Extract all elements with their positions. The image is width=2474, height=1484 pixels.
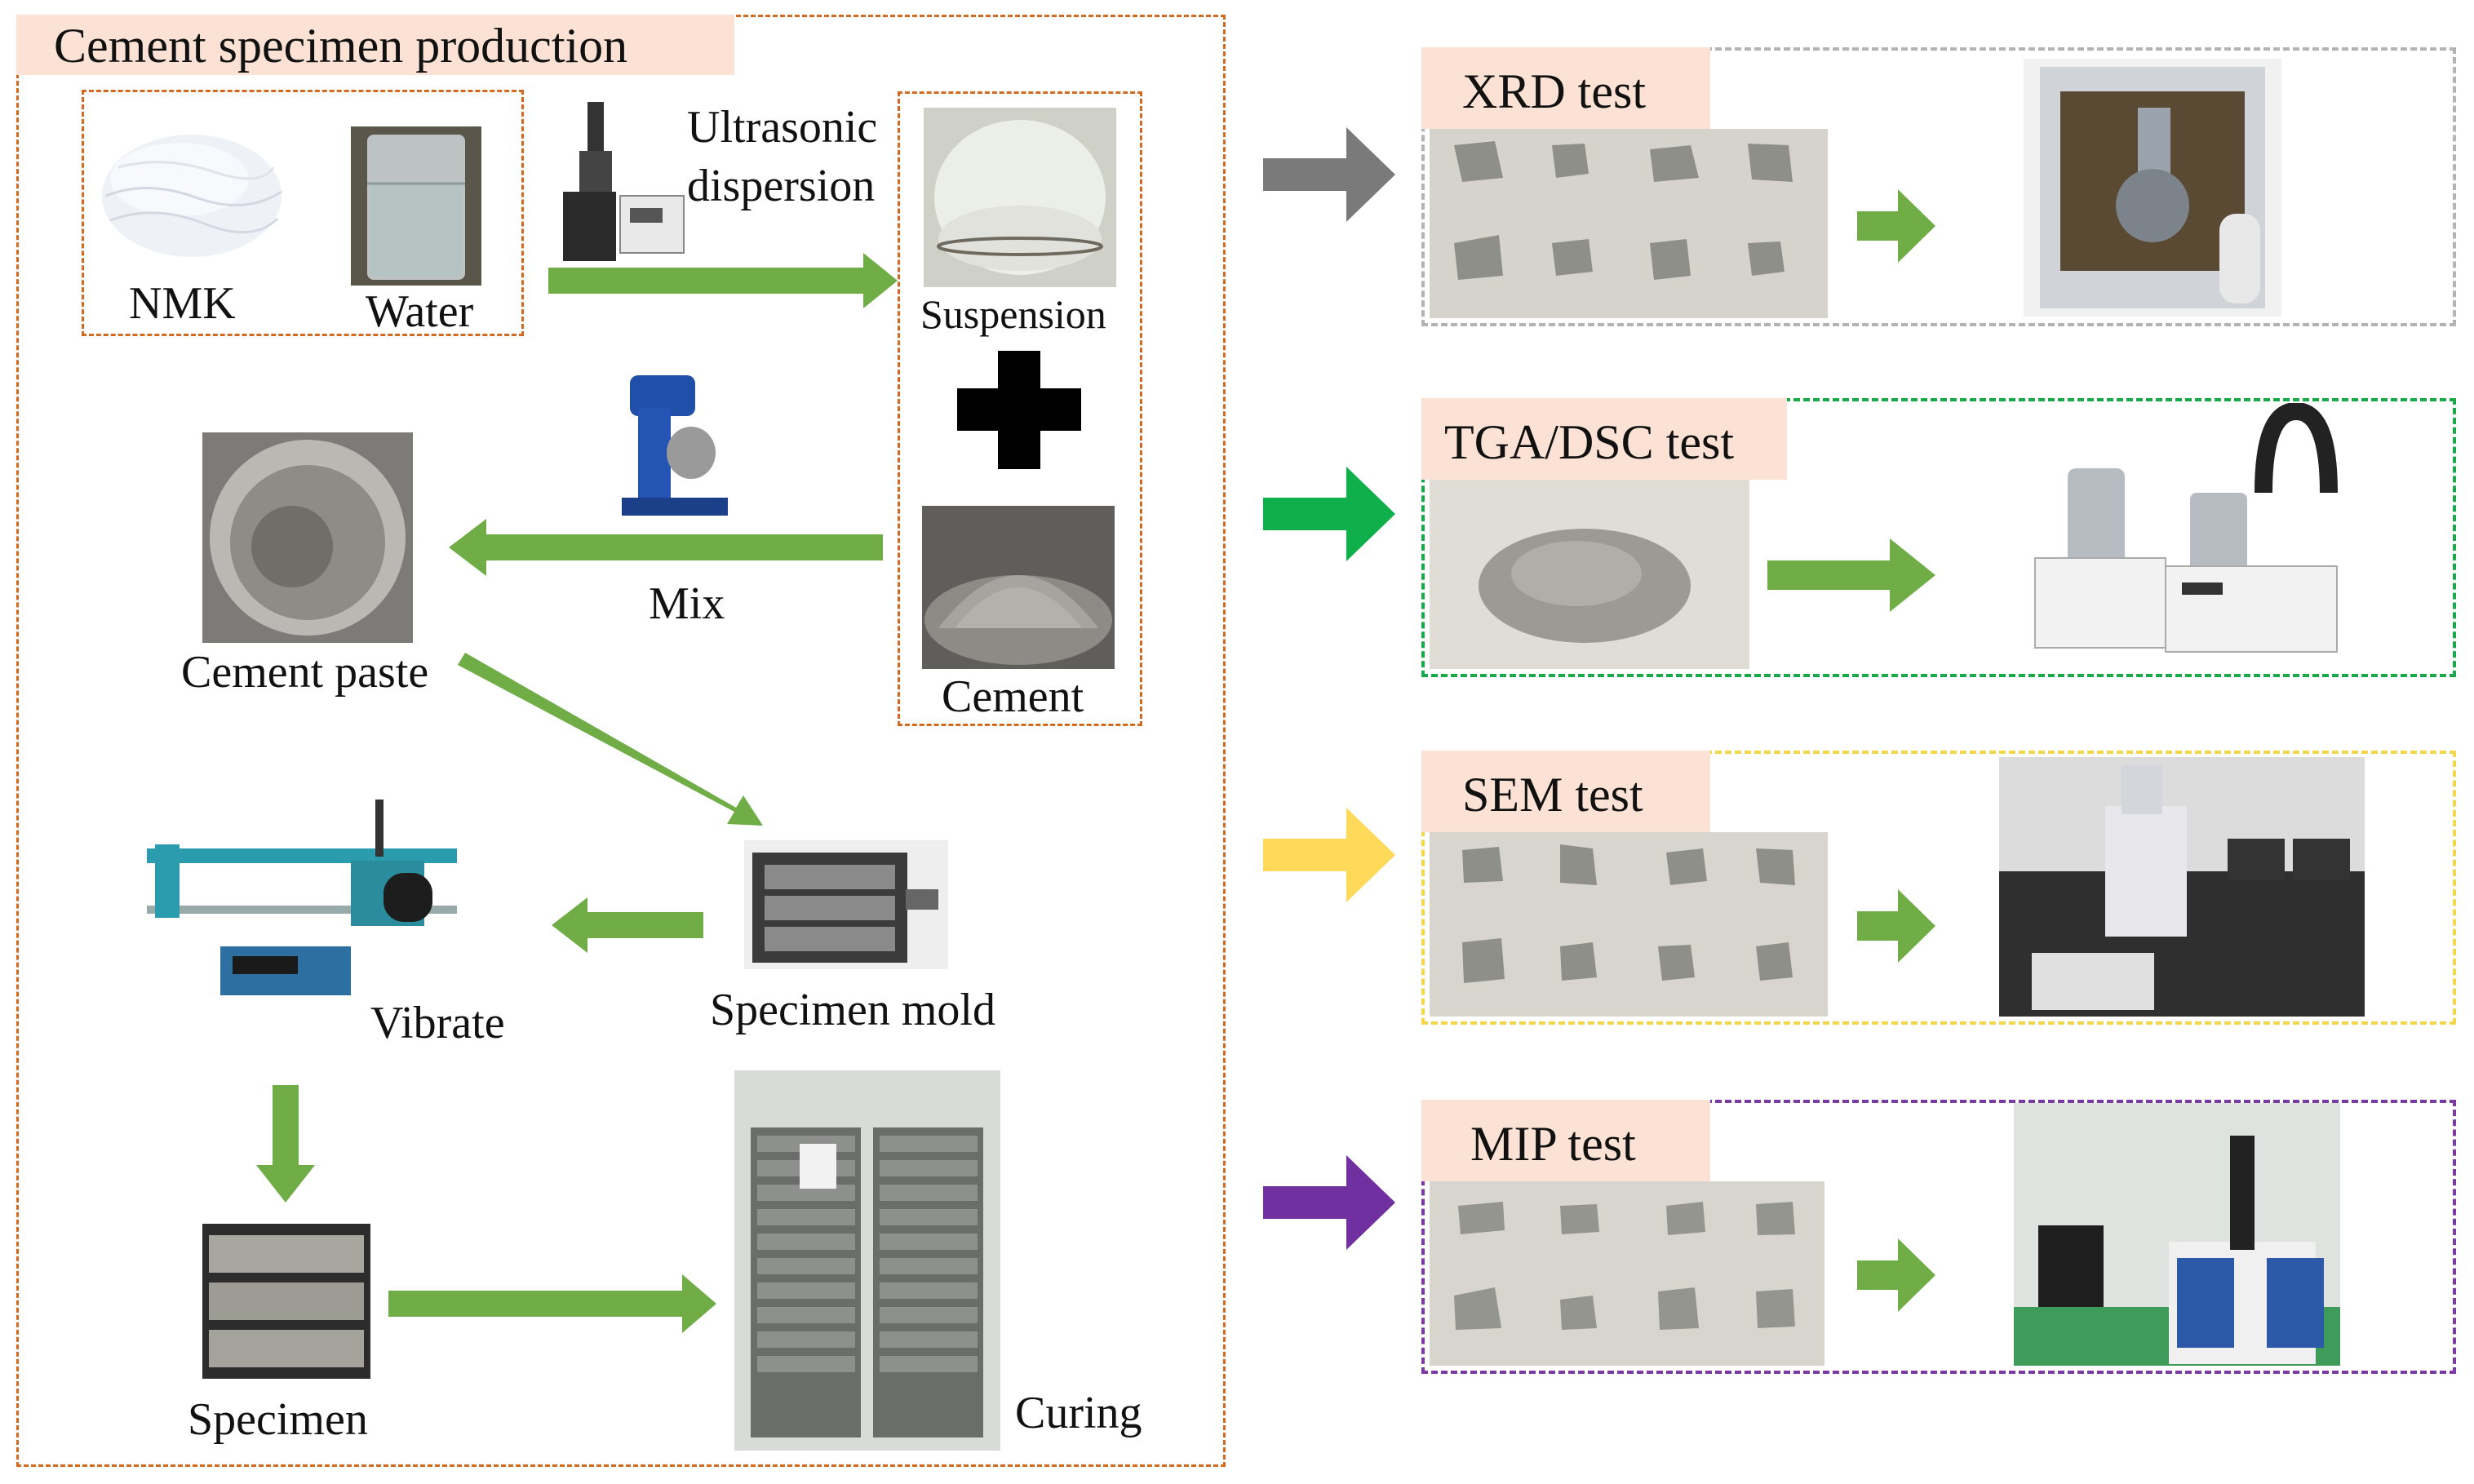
curing-label: Curing <box>1015 1388 1142 1438</box>
arrow-to-paste <box>449 519 883 576</box>
tga-powder-image <box>1430 480 1749 669</box>
nmk-label: NMK <box>129 278 236 329</box>
suspension-cement-box <box>898 91 1142 726</box>
tga-title: TGA/DSC test <box>1421 398 1787 480</box>
cement-label: Cement <box>942 671 1084 722</box>
mip-samples-image <box>1430 1181 1824 1366</box>
mip-instrument-image <box>2014 1103 2340 1366</box>
sem-panel <box>1421 751 2456 1025</box>
sem-samples-image <box>1430 832 1828 1017</box>
curing-cabinet-image <box>734 1070 1000 1451</box>
ultrasonic-label-line2: dispersion <box>687 161 876 211</box>
arrow-to-mold <box>458 653 763 826</box>
water-beaker-image <box>351 126 481 286</box>
xrd-panel <box>1421 47 2456 326</box>
sem-title: SEM test <box>1421 751 1710 832</box>
xrd-green-arrow <box>1857 189 1935 267</box>
production-title-text: Cement specimen production <box>54 19 628 73</box>
vibrate-label: Vibrate <box>370 998 505 1048</box>
suspension-label: Suspension <box>920 291 1106 337</box>
sem-arrow <box>1263 808 1395 902</box>
plus-icon <box>957 351 1081 469</box>
cement-image <box>922 506 1115 669</box>
specimen-image <box>202 1224 370 1379</box>
sem-green-arrow <box>1857 889 1935 967</box>
xrd-instrument-image <box>2024 59 2281 317</box>
sem-instrument-image <box>1999 757 2365 1017</box>
mip-arrow <box>1263 1155 1395 1250</box>
xrd-title: XRD test <box>1421 47 1710 129</box>
nmk-powder-image <box>98 122 286 261</box>
arrow-to-vibrate <box>552 897 703 953</box>
cement-paste-label: Cement paste <box>181 647 429 698</box>
arrow-to-curing <box>388 1274 716 1333</box>
vibrating-table-image <box>131 783 473 1028</box>
mip-title: MIP test <box>1421 1100 1710 1181</box>
xrd-samples-image <box>1430 129 1828 318</box>
suspension-image <box>924 108 1116 287</box>
specimen-label: Specimen <box>188 1394 368 1445</box>
mip-panel <box>1421 1100 2456 1374</box>
mixer-image <box>614 375 734 522</box>
ultrasonic-label-line1: Ultrasonic <box>687 102 878 153</box>
mip-green-arrow <box>1857 1238 1935 1316</box>
ultrasonic-device-image <box>555 102 685 265</box>
tga-panel <box>1421 398 2456 677</box>
production-title: Cement specimen production <box>16 15 734 75</box>
arrow-to-suspension <box>548 253 898 308</box>
tga-instrument-image <box>2019 403 2345 658</box>
mix-label: Mix <box>649 578 725 629</box>
specimen-mold-label: Specimen mold <box>710 985 995 1035</box>
tga-arrow <box>1263 467 1395 561</box>
specimen-mold-image <box>744 840 948 969</box>
xrd-arrow <box>1263 127 1395 222</box>
materials-box <box>82 90 524 336</box>
arrow-to-specimen <box>256 1085 315 1203</box>
water-label: Water <box>366 286 474 337</box>
tga-green-arrow <box>1767 538 1935 616</box>
cement-paste-image <box>202 432 413 643</box>
